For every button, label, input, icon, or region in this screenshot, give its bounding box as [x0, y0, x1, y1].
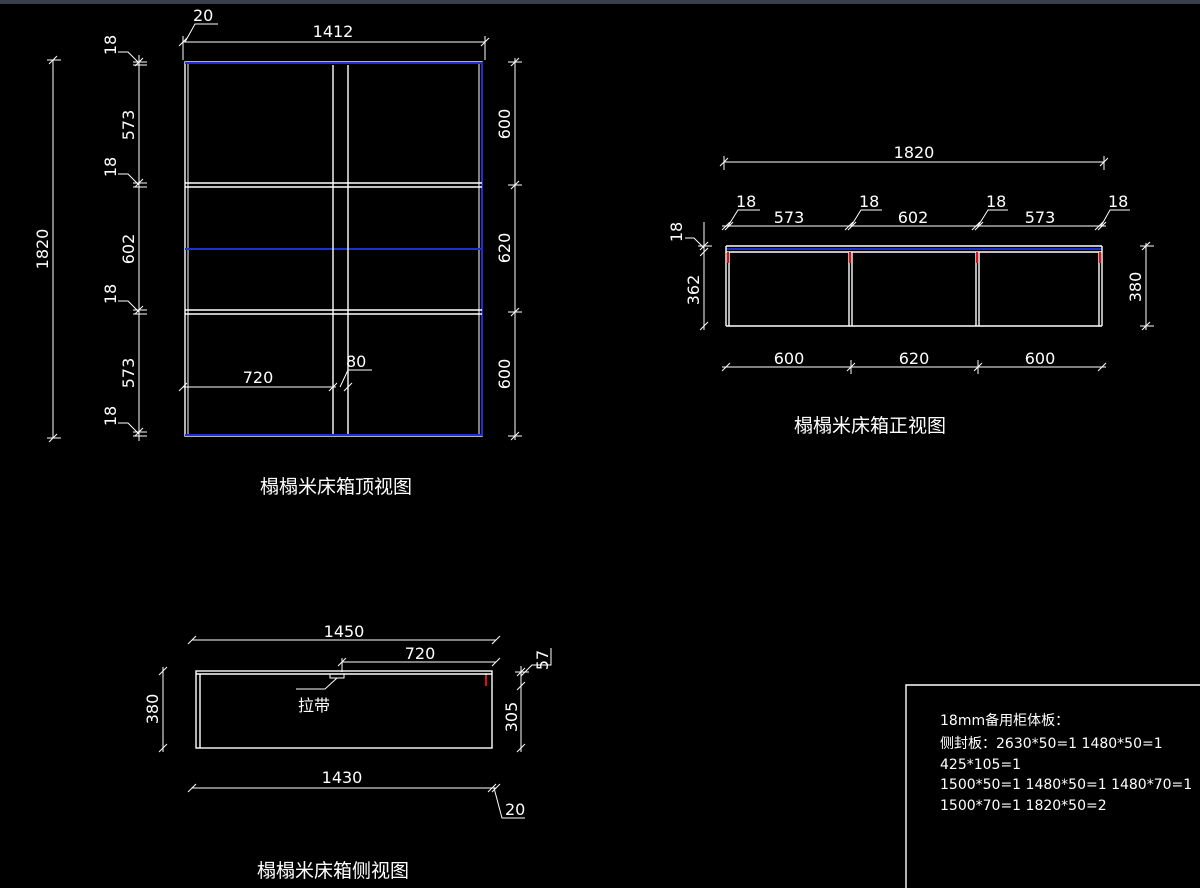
top-view: 1412 20 1820 18 573 18 602	[33, 6, 522, 498]
dim-tick	[178, 37, 188, 47]
dim-board-4: 18	[101, 406, 120, 426]
notes-line-5: 1500*70=1 1820*50=2	[940, 798, 1107, 814]
dim-bay-1: 573	[119, 110, 138, 141]
front-dim-s1: 573	[774, 208, 805, 227]
leader-front-18	[685, 237, 705, 249]
front-dim-bot-1: 600	[774, 349, 805, 368]
dim-tick	[699, 247, 709, 257]
front-dim-right-h: 380	[1126, 272, 1145, 303]
chain-ticks-left	[118, 51, 147, 437]
front-dim-b1: 18	[736, 192, 756, 211]
chain-ticks-right	[508, 57, 522, 441]
front-dim-b2: 18	[859, 192, 879, 211]
notes-line-2: 侧封板：2630*50=1 1480*50=1	[940, 736, 1163, 752]
dim-overall-height: 1820	[33, 229, 52, 270]
front-dim-left-thk: 18	[667, 222, 686, 242]
side-dim-bottom-off: 20	[505, 800, 525, 819]
dim-right-2: 620	[495, 233, 514, 264]
side-dim-right-h: 305	[502, 702, 521, 733]
dim-tick	[699, 321, 709, 331]
notes-line-1: 18mm备用柜体板：	[940, 712, 1069, 729]
dim-tick	[516, 743, 526, 753]
dim-tick	[158, 666, 168, 676]
dim-tick	[480, 37, 490, 47]
dim-bay-3: 573	[119, 358, 138, 389]
front-view: 1820 18 573 18 602 18 573 18	[667, 143, 1154, 437]
side-dim-top-len: 1450	[324, 622, 365, 641]
front-dim-s2: 602	[898, 208, 929, 227]
front-bottom-ticks	[721, 360, 1107, 374]
dim-inner-gap: 80	[346, 352, 366, 371]
front-dim-b4: 18	[1108, 192, 1128, 211]
leader-57	[520, 648, 552, 677]
dim-inner-len: 720	[243, 368, 274, 387]
front-dim-bot-3: 600	[1025, 349, 1056, 368]
dim-tick	[187, 783, 197, 793]
side-dim-left-h: 380	[143, 694, 162, 725]
side-view-caption: 榻榻米床箱侧视图	[257, 860, 409, 882]
front-dim-left-h: 362	[684, 275, 703, 306]
dim-tick	[343, 382, 353, 392]
dim-tick	[48, 433, 58, 443]
front-dim-overall: 1820	[894, 143, 935, 162]
notes-box: 18mm备用柜体板： 侧封板：2630*50=1 1480*50=1 425*1…	[905, 684, 1200, 888]
front-dim-b3: 18	[986, 192, 1006, 211]
dim-tick	[516, 681, 526, 691]
notes-line-4: 1500*50=1 1480*50=1 1480*70=1	[940, 777, 1192, 793]
dim-tick	[1141, 321, 1151, 331]
dim-tick	[158, 743, 168, 753]
notes-line-3: 425*105=1	[940, 757, 1021, 773]
front-dim-bot-2: 620	[899, 349, 930, 368]
dim-tick	[491, 783, 501, 793]
top-view-caption: 榻榻米床箱顶视图	[260, 476, 412, 498]
strap-label: 拉带	[298, 696, 330, 715]
dim-tick	[1099, 157, 1109, 167]
dim-tick	[516, 667, 526, 677]
dim-tick	[1141, 241, 1151, 251]
strap-leader	[296, 677, 338, 690]
dim-board-2: 18	[101, 157, 120, 177]
dim-board-1: 18	[101, 35, 120, 55]
front-dim-s3: 573	[1025, 208, 1056, 227]
dim-tick	[48, 55, 58, 65]
dim-overall-width: 1412	[313, 22, 354, 41]
side-dim-strap-len: 720	[405, 644, 436, 663]
front-chain-ticks	[721, 209, 1130, 231]
dim-offset-top: 20	[193, 6, 213, 25]
dim-tick	[719, 157, 729, 167]
leader-80	[339, 369, 372, 388]
side-dim-right-top: 57	[533, 650, 552, 670]
leader-20	[184, 23, 218, 43]
dim-board-3: 18	[101, 284, 120, 304]
side-outline	[195, 670, 493, 749]
dim-tick	[491, 657, 501, 667]
side-view: 1450 720 拉带 380 57 305 1430 20 榻榻米床箱侧视图	[143, 622, 552, 882]
dim-tick	[178, 382, 188, 392]
leader-20-bottom	[493, 787, 525, 819]
dim-tick	[487, 783, 497, 793]
window-top-bar	[0, 0, 1200, 4]
dim-tick	[491, 635, 501, 645]
dim-right-3: 600	[495, 359, 514, 390]
notes-border	[905, 684, 1200, 888]
dim-tick	[699, 241, 709, 251]
side-dim-bottom-len: 1430	[322, 768, 363, 787]
dim-right-1: 600	[495, 109, 514, 140]
dim-tick	[187, 635, 197, 645]
dim-bay-2: 602	[119, 234, 138, 265]
front-view-caption: 榻榻米床箱正视图	[794, 415, 946, 437]
